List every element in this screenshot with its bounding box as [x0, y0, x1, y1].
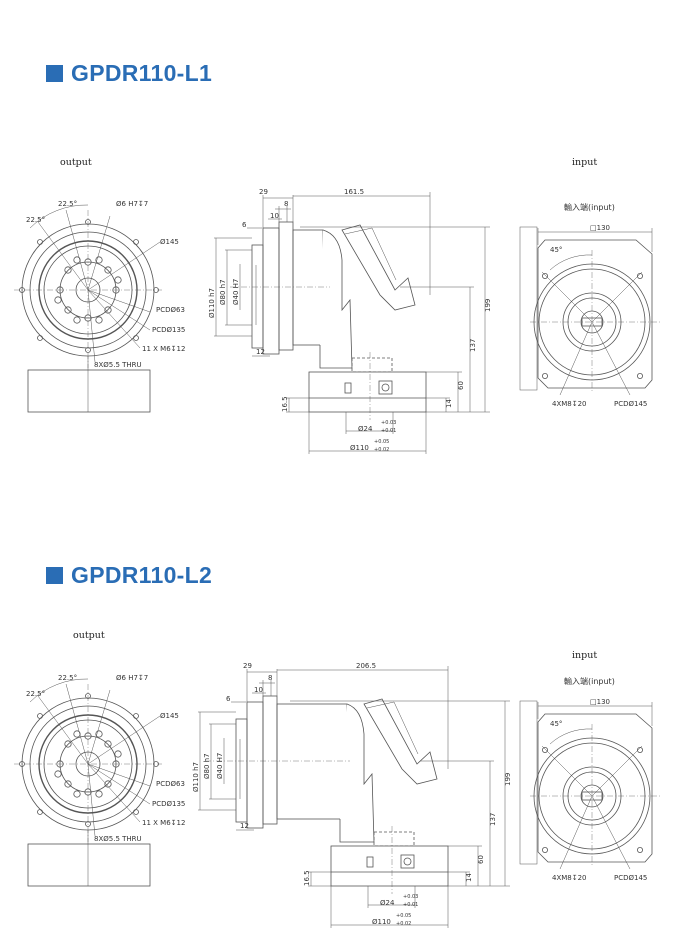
dim-dia40: Ø40 H7 [232, 279, 240, 305]
input-caption: 輸入端(input) [564, 677, 615, 686]
dim-29: 29 [259, 188, 268, 196]
tap-spec: 11 X M6↧12 [142, 819, 185, 827]
output-label: output [73, 630, 105, 641]
dim-8: 8 [268, 674, 272, 682]
input-screw: 4XM8↧20 [552, 400, 587, 408]
side-view [230, 221, 427, 420]
dim-length: 206.5 [356, 662, 376, 670]
input-screw: 4XM8↧20 [552, 874, 587, 882]
dim-10: 10 [270, 212, 279, 220]
base-tol-dn: +0.02 [396, 921, 411, 927]
outer-diameter: Ø145 [160, 712, 179, 720]
dim-10: 10 [254, 686, 263, 694]
angle-label-b: 22.5° [58, 674, 77, 682]
dim-dia80: Ø80 h7 [219, 279, 227, 305]
angle-label-b: 22.5° [58, 200, 77, 208]
square-size: □130 [590, 698, 610, 706]
dim-16-5: 16.5 [303, 870, 311, 886]
dim-29: 29 [243, 662, 252, 670]
dim-60: 60 [477, 855, 485, 864]
pcd-outer: PCDØ135 [152, 326, 185, 334]
title-square-icon [46, 65, 63, 82]
pcd-inner: PCDØ63 [156, 780, 185, 788]
square-size: □130 [590, 224, 610, 232]
dim-length: 161.5 [344, 188, 364, 196]
angle-label-a: 22.5° [26, 690, 45, 698]
dim-199: 199 [504, 773, 512, 786]
input-pcd: PCDØ145 [614, 874, 647, 882]
bore-tol-up: +0.03 [403, 894, 418, 900]
input-view [519, 700, 660, 870]
output-label: output [60, 157, 92, 168]
dim-60: 60 [457, 381, 465, 390]
base-tol-up: +0.05 [374, 439, 389, 445]
model-title: GPDR110-L2 [71, 562, 213, 588]
dim-199: 199 [484, 299, 492, 312]
angle-label-a: 22.5° [26, 216, 45, 224]
hole-spec: Ø6 H7↧7 [116, 674, 148, 682]
dim-137: 137 [469, 339, 477, 352]
dim-16-5: 16.5 [281, 396, 289, 412]
pcd-outer: PCDØ135 [152, 800, 185, 808]
base-dia: Ø110 [350, 444, 369, 452]
section-title-2: GPDR110-L2 [46, 562, 212, 589]
dim-dia40: Ø40 H7 [216, 753, 224, 779]
dim-6: 6 [242, 221, 247, 229]
model-title: GPDR110-L1 [71, 60, 213, 86]
input-caption: 輸入端(input) [564, 203, 615, 212]
base-tol-up: +0.05 [396, 913, 411, 919]
output-front-view [14, 678, 162, 887]
dim-12: 12 [256, 348, 265, 356]
base-dia: Ø110 [372, 918, 391, 926]
bore-tol-dn: +0.01 [381, 428, 396, 434]
input-pcd: PCDØ145 [614, 400, 647, 408]
dim-8: 8 [284, 200, 288, 208]
title-square-icon [46, 567, 63, 584]
dim-dia80: Ø80 h7 [203, 753, 211, 779]
thru-spec: 8XØ5.5 THRU [94, 835, 142, 843]
input-angle: 45° [550, 246, 562, 254]
dim-6: 6 [226, 695, 231, 703]
dim-12: 12 [240, 822, 249, 830]
bore-tol-up: +0.03 [381, 420, 396, 426]
hole-spec: Ø6 H7↧7 [116, 200, 148, 208]
side-view [205, 695, 449, 894]
section-title-1: GPDR110-L1 [46, 60, 212, 87]
bore-dia: Ø24 [358, 425, 373, 433]
input-view [519, 226, 660, 396]
output-front-view [14, 204, 162, 413]
input-label: input [572, 650, 598, 661]
thru-spec: 8XØ5.5 THRU [94, 361, 142, 369]
bore-dia: Ø24 [380, 899, 395, 907]
dim-137: 137 [489, 813, 497, 826]
input-label: input [572, 157, 598, 168]
bore-tol-dn: +0.01 [403, 902, 418, 908]
dim-dia110: Ø110 h7 [192, 762, 200, 792]
tap-spec: 11 X M6↧12 [142, 345, 185, 353]
dim-14: 14 [445, 399, 453, 408]
input-angle: 45° [550, 720, 562, 728]
pcd-inner: PCDØ63 [156, 306, 185, 314]
dim-dia110: Ø110 h7 [208, 288, 216, 318]
dim-14: 14 [465, 873, 473, 882]
base-tol-dn: +0.02 [374, 447, 389, 453]
outer-diameter: Ø145 [160, 238, 179, 246]
